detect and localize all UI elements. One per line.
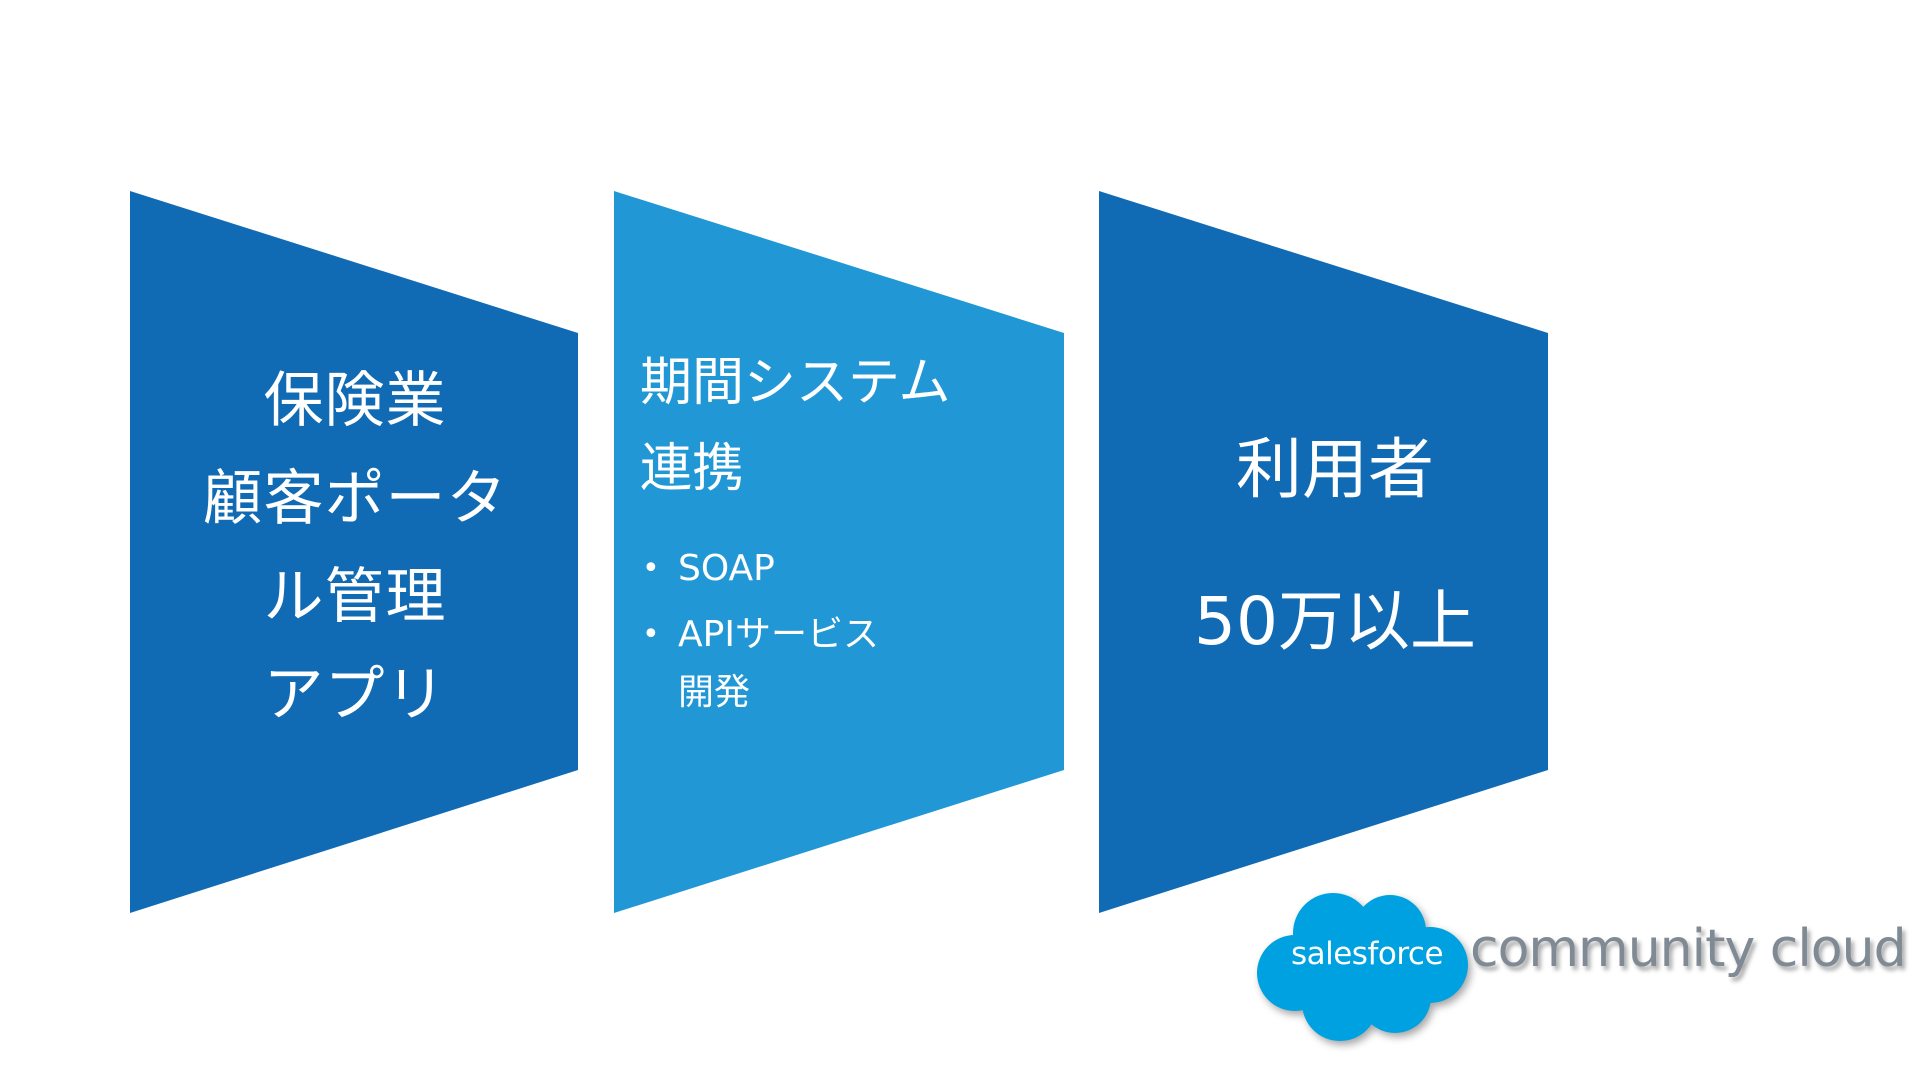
bullet-text-continued: 開発 bbox=[678, 672, 751, 713]
salesforce-community-cloud-logo: salesforce community cloud bbox=[1245, 885, 1907, 1045]
panel-2-title-line: 連携 bbox=[640, 439, 745, 499]
panel-1-line: 保険業 bbox=[263, 366, 447, 436]
bullet-dot-icon: • bbox=[642, 551, 660, 586]
panel-1-text: 保険業 顧客ポータ ル管理 アプリ bbox=[130, 352, 580, 744]
panel-1-line: ル管理 bbox=[263, 562, 447, 632]
panel-2-title-line: 期間システム bbox=[640, 353, 951, 413]
bullet-item: • APIサービス 開発 bbox=[640, 602, 1040, 722]
logo-product-text: community cloud bbox=[1470, 919, 1907, 979]
panel-1-line: 顧客ポータ bbox=[202, 464, 508, 534]
logo-brand-text: salesforce bbox=[1290, 936, 1444, 972]
panel-3-shape bbox=[1099, 191, 1548, 913]
panel-2-shape bbox=[614, 191, 1064, 913]
panel-3-line-1: 利用者 bbox=[1236, 431, 1434, 508]
bullet-dot-icon: • bbox=[642, 617, 660, 652]
salesforce-cloud-icon bbox=[1257, 893, 1468, 1041]
bullet-text: SOAP bbox=[678, 548, 775, 589]
panel-3-text: 利用者 50万以上 bbox=[1115, 425, 1555, 667]
bullet-item: • SOAP bbox=[640, 536, 1040, 602]
panel-2-title: 期間システム 連携 bbox=[640, 340, 1040, 512]
panel-2-text: 期間システム 連携 • SOAP • APIサービス 開発 bbox=[640, 340, 1040, 722]
panel-1-shape bbox=[130, 191, 578, 913]
bullet-text: APIサービス bbox=[678, 614, 879, 655]
panel-1-line: アプリ bbox=[263, 660, 447, 730]
panel-3-line-2: 50万以上 bbox=[1194, 583, 1476, 660]
panel-2-bullet-list: • SOAP • APIサービス 開発 bbox=[640, 536, 1040, 722]
